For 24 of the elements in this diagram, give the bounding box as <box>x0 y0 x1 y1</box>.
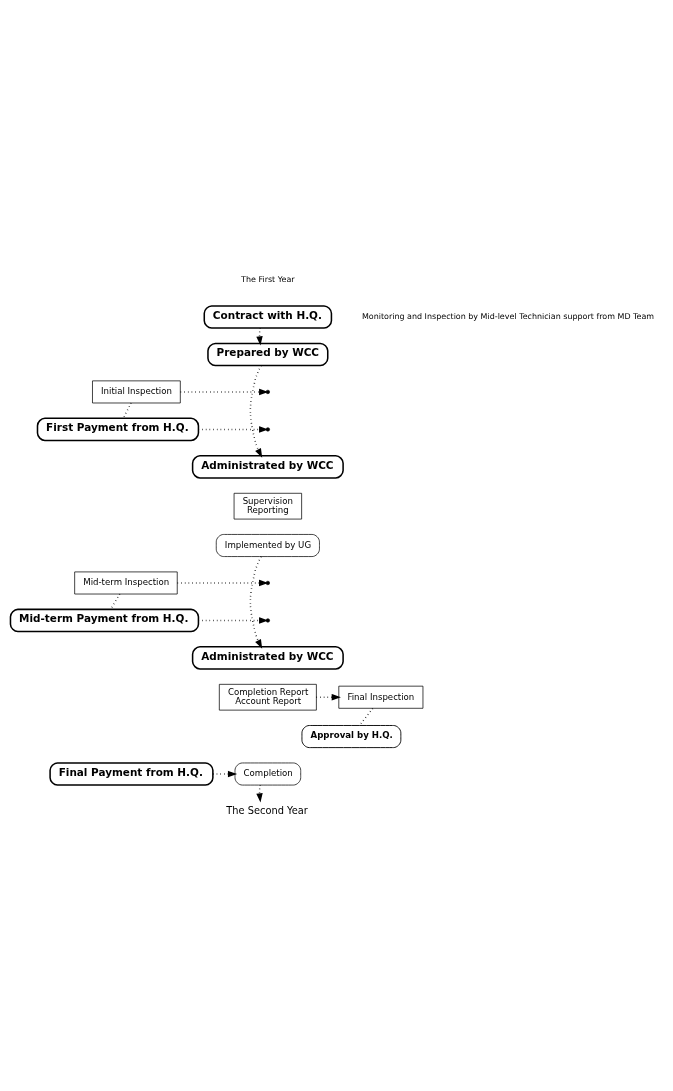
node-text: The Second Year <box>226 804 308 816</box>
node-box: Administrated by WCC <box>191 455 344 479</box>
node-box: Contract with H.Q. <box>203 305 333 329</box>
arrow <box>212 770 238 778</box>
arrow <box>249 364 263 458</box>
node-box: Initial Inspection <box>92 380 181 404</box>
connector <box>109 593 121 610</box>
node-box: Prepared by WCC <box>207 342 329 367</box>
node-box: Implemented by UG <box>215 534 320 557</box>
node-box: Completion <box>234 762 302 786</box>
connector <box>358 707 374 727</box>
node-box: Approval by H.Q. <box>301 725 402 749</box>
node-box: First Payment from H.Q. <box>36 417 200 442</box>
node-box: Completion Report Account Report <box>218 683 317 711</box>
node-box: Mid-term Inspection <box>74 571 178 595</box>
arrow <box>249 555 263 649</box>
node-box: Final Payment from H.Q. <box>49 762 214 786</box>
node-box: Final Inspection <box>338 685 424 709</box>
arrow <box>315 694 341 701</box>
arrow <box>197 617 269 624</box>
node-box: Mid-term Payment from H.Q. <box>9 608 200 633</box>
node-box: Supervision Reporting <box>233 492 302 520</box>
arrow <box>197 426 269 433</box>
node-box: Administrated by WCC <box>191 646 344 670</box>
